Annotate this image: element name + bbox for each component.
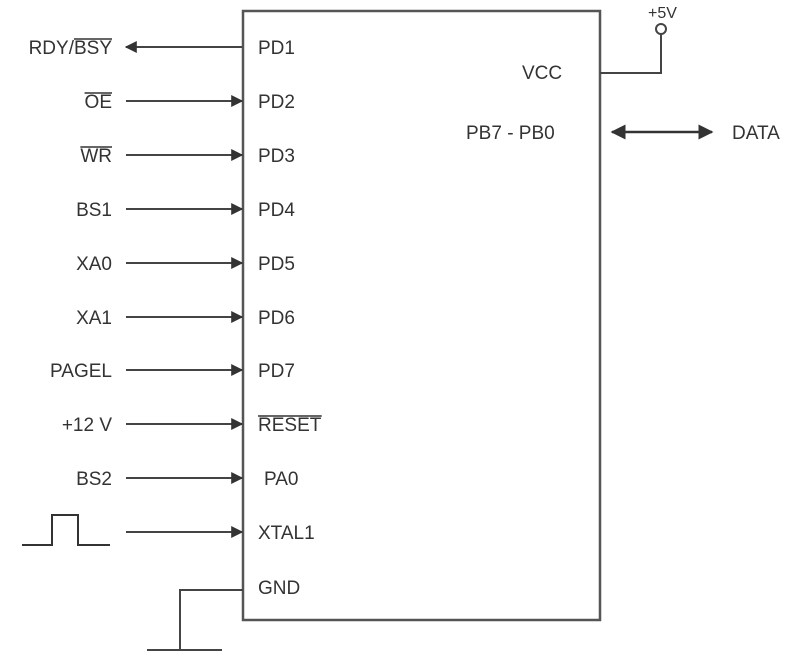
gnd-label: GND [258,578,300,599]
vcc-label: VCC [522,63,562,84]
pin-label-reset: RESET [258,415,322,436]
pin-row-pd3: PD3 WR [80,146,295,167]
pin-label-pd2: PD2 [258,92,295,113]
supply-label: +5V [648,5,677,22]
pin-row-pd7: PD7 PAGEL [50,361,295,382]
left-pin-group: PD1RDY/BSYPD2OEPD3WRPD4BS1PD5XA0PD6XA1PD… [22,38,322,546]
signal-label: OE [85,92,112,113]
gnd-wire [179,589,243,650]
signal-label: +12 V [62,415,113,436]
pin-label-pd3: PD3 [258,146,295,167]
pin-label-pd7: PD7 [258,361,295,382]
signal-label: RDY/BSY [29,38,113,59]
pin-row-pd5: PD5 XA0 [76,254,295,275]
data-bus-label: DATA [732,123,780,144]
clock-pulse-symbol [22,514,110,546]
port-b-label: PB7 - PB0 [466,123,555,144]
pin-row-xtal1: XTAL1 [22,514,315,546]
pin-label-xtal1: XTAL1 [258,523,315,544]
pin-label-pd5: PD5 [258,254,295,275]
pin-label-pd1: PD1 [258,38,295,59]
pin-row-pd2: PD2 OE [84,92,295,113]
pin-label-pa0: PA0 [264,469,299,490]
supply-terminal [655,23,667,35]
signal-label: PAGEL [50,361,112,382]
signal-label: XA1 [76,308,112,329]
pin-row-pd4: PD4 BS1 [76,200,295,221]
pin-row-pd6: PD6 XA1 [76,308,295,329]
signal-label: XA0 [76,254,112,275]
pin-label-pd4: PD4 [258,200,295,221]
signal-label: BS1 [76,200,112,221]
pin-row-pa0: PA0 BS2 [76,469,298,490]
pin-row-pd1: PD1 RDY/BSY [29,38,295,59]
pin-label-pd6: PD6 [258,308,295,329]
signal-label: BS2 [76,469,112,490]
vcc-wire [600,34,662,74]
pin-row-reset: RESET +12 V [62,415,322,436]
signal-label: WR [80,146,112,167]
